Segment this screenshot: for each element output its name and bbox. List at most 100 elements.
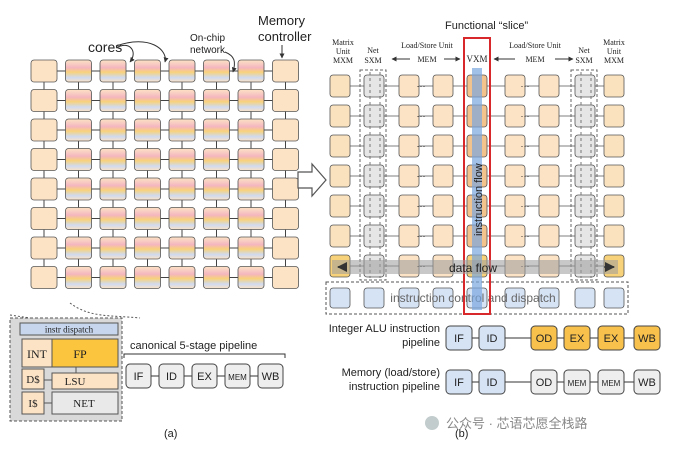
caption-a: (a) (164, 428, 177, 440)
sxm-tile (574, 104, 596, 128)
core-tile (168, 236, 196, 260)
dispatch-tile (574, 287, 596, 309)
mem-tile (538, 74, 560, 98)
core-tile (134, 148, 161, 171)
ellipsis: ··· (521, 171, 530, 181)
pipeline-stage-id (478, 369, 506, 395)
transform-arrow (297, 162, 327, 198)
mem-tile (504, 194, 526, 218)
mem-tile (504, 134, 526, 158)
functional-slice-title: Functional “slice” (445, 20, 528, 32)
pipeline-stage-label: IF (134, 371, 144, 383)
mem-tile (538, 104, 560, 128)
dispatch-tile (363, 287, 385, 309)
pipeline-stage-ex (191, 363, 218, 389)
vxm-slice-highlight (463, 37, 491, 315)
pipeline-stage-id (158, 363, 185, 389)
pipeline-stage-label: OD (536, 333, 553, 345)
pipeline-stage-mem (563, 369, 591, 395)
core-tile (134, 118, 161, 142)
core-tile (237, 266, 265, 289)
memory-controller-tile (30, 177, 58, 201)
pipeline-stage-if (125, 363, 152, 389)
core-tile (99, 236, 127, 260)
mem-left-header-1: Load/Store Unit (401, 41, 454, 50)
sxm-left-header-1: Net (367, 46, 379, 55)
core-tile (203, 236, 230, 260)
mem-right-header-1: Load/Store Unit (509, 41, 562, 50)
pipeline-stage-label: IF (454, 377, 464, 389)
mxm-tile (329, 194, 351, 218)
mem-tile (538, 224, 560, 248)
core-tile (237, 207, 265, 230)
pipeline-stage-wb (633, 325, 661, 351)
pipeline-stage-od (530, 369, 558, 395)
core-detail: instr dispatch INT FP D$ LSU I$ NET (9, 317, 123, 422)
mem-pipeline-label-line2: instruction pipeline (349, 381, 440, 393)
mxm-right-header-2: Unit (607, 47, 622, 56)
ellipsis: ··· (521, 81, 530, 91)
net-label: NET (73, 398, 95, 410)
sxm-tile (363, 224, 385, 248)
core-tile (134, 207, 161, 230)
core-tile (237, 177, 265, 201)
mem-tile (432, 194, 454, 218)
pipeline-stage-label: ID (487, 333, 498, 345)
mem-tile (538, 194, 560, 218)
mem-tile (398, 74, 420, 98)
mxm-tile (329, 74, 351, 98)
mem-tile (398, 224, 420, 248)
mxm-tile (603, 164, 625, 188)
mem-tile (432, 224, 454, 248)
sxm-right-header-1: Net (578, 46, 590, 55)
memory-controller-tile (272, 118, 299, 142)
network-label-line2: network (190, 45, 226, 56)
core-tile (203, 118, 230, 142)
pipeline-stage-ex (597, 325, 625, 351)
memory-controller-tile (272, 59, 299, 83)
sxm-tile (363, 134, 385, 158)
mxm-right-header-3: MXM (604, 56, 624, 65)
ellipsis: ··· (417, 201, 426, 211)
mem-tile (432, 104, 454, 128)
mem-tile (504, 224, 526, 248)
cores-arrow-1 (115, 44, 135, 63)
mxm-tile (603, 194, 625, 218)
ellipsis: ··· (417, 141, 426, 151)
pipeline-stage-od (530, 325, 558, 351)
core-tile (65, 207, 92, 230)
dispatch-tile (398, 287, 420, 309)
core-tile (168, 89, 196, 112)
mxm-tile (603, 224, 625, 248)
mem-tile (398, 104, 420, 128)
pipeline-stage-wb (257, 363, 284, 389)
pipeline-stage-label: ID (487, 377, 498, 389)
vxm-header: VXM (466, 54, 487, 64)
mem-tile (398, 194, 420, 218)
mem-tile (504, 74, 526, 98)
mxm-tile (329, 224, 351, 248)
core-tile (203, 177, 230, 201)
core-tile (168, 118, 196, 142)
core-tile (168, 59, 196, 83)
memory-controller-tile (30, 89, 58, 112)
instruction-flow-label: instruction flow (473, 163, 485, 236)
network-arrow (224, 51, 237, 73)
dcache-label: D$ (26, 374, 40, 386)
core-tile (65, 89, 92, 112)
ellipsis: ··· (521, 141, 530, 151)
icache-label: I$ (28, 398, 38, 410)
core-tile (168, 148, 196, 171)
core-tile (168, 266, 196, 289)
pipeline-stage-id (478, 325, 506, 351)
core-tile (99, 118, 127, 142)
sxm-tile (574, 224, 596, 248)
core-tile (99, 148, 127, 171)
sxm-right-column (570, 69, 598, 281)
memory-controller-tile (30, 236, 58, 260)
pipeline-stage-mem (224, 363, 251, 389)
sxm-tile (574, 164, 596, 188)
int-unit (21, 338, 53, 368)
